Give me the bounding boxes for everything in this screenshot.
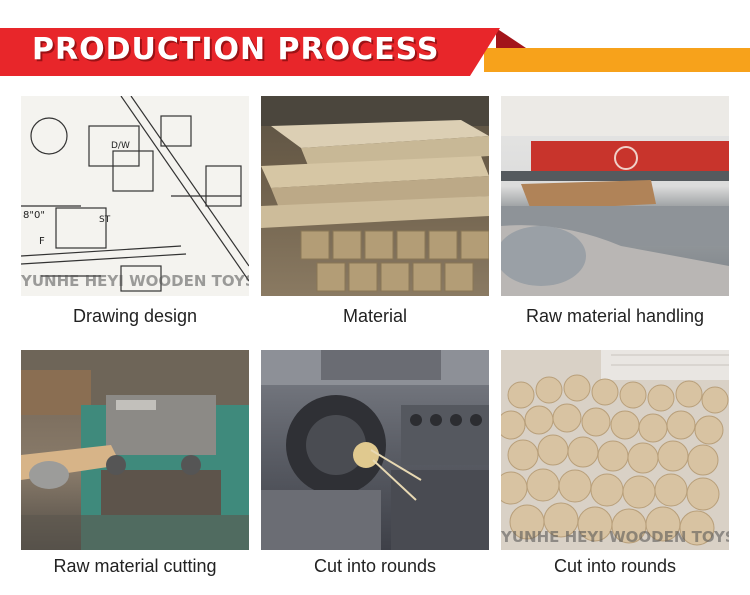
svg-text:ST: ST: [99, 215, 111, 225]
step-drawing-design: 8"0" F D/W ST YUNHE HEYI WOODEN TOYS Dra…: [21, 96, 249, 326]
banner-red-band: [0, 28, 500, 76]
step-caption: Raw material handling: [525, 306, 705, 326]
watermark-text: YUNHE HEYI WOODEN TOYS: [501, 528, 729, 546]
watermark-text: YUNHE HEYI WOODEN TOYS: [21, 272, 249, 290]
step-raw-material-handling: Raw material handling: [501, 96, 729, 326]
wood-stack-photo: [261, 96, 489, 296]
step-cut-into-rounds-lathe: Cut into rounds: [261, 350, 489, 576]
step-caption: Cut into rounds: [553, 556, 677, 576]
planer-machine-icon: [21, 350, 249, 550]
wood-planks-icon: [261, 96, 489, 292]
lathe-machine-icon: [261, 350, 489, 550]
banner-fold: [496, 28, 526, 48]
lathe-machine-photo: [261, 350, 489, 550]
planer-machine-photo: [21, 350, 249, 550]
blueprint-drawing-icon: 8"0" F D/W ST: [21, 96, 249, 292]
step-caption: Raw material cutting: [53, 556, 217, 576]
step-cut-into-rounds-balls: YUNHE HEYI WOODEN TOYS Cut into rounds: [501, 350, 729, 576]
banner-orange-stripe: [484, 48, 750, 72]
page-title: PRODUCTION PROCESS: [32, 32, 440, 67]
step-caption: Material: [342, 306, 408, 326]
step-raw-material-cutting: Raw material cutting: [21, 350, 249, 576]
sanding-machine-photo: [501, 96, 729, 296]
step-caption: Drawing design: [72, 306, 198, 326]
header-banner: PRODUCTION PROCESS: [0, 28, 750, 76]
svg-text:F: F: [39, 236, 45, 247]
wooden-balls-icon: [501, 350, 729, 546]
wooden-balls-photo: YUNHE HEYI WOODEN TOYS: [501, 350, 729, 550]
svg-text:8"0": 8"0": [23, 210, 45, 221]
svg-text:D/W: D/W: [111, 141, 130, 151]
step-caption: Cut into rounds: [313, 556, 437, 576]
sanding-machine-icon: [501, 96, 729, 296]
step-material: Material: [261, 96, 489, 326]
blueprint-photo: 8"0" F D/W ST YUNHE HEYI WOODEN TOYS: [21, 96, 249, 296]
